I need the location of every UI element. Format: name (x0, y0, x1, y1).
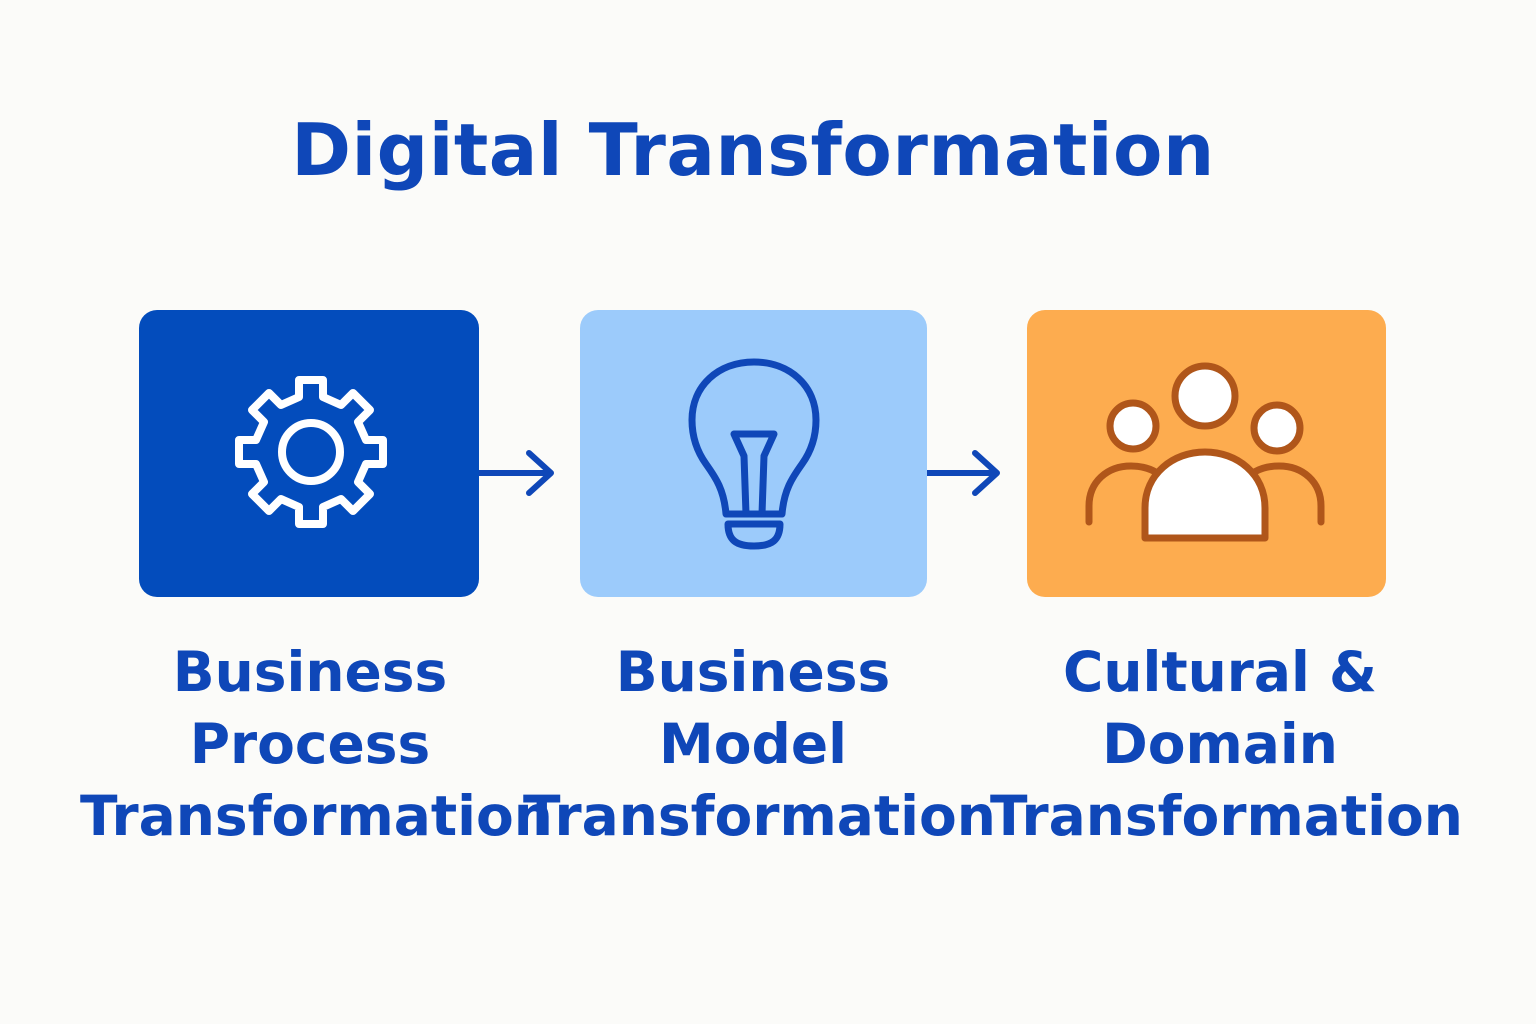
label-line: Process (189, 712, 431, 776)
arrow-right-icon (924, 448, 1005, 498)
bulb-filament (730, 430, 778, 518)
label-line: Business (615, 640, 891, 704)
step-label-business-process: Business Process Transformation (80, 636, 553, 852)
gear-hub (278, 419, 344, 485)
label-line: Model (658, 712, 848, 776)
label-line: Transformation (523, 784, 996, 848)
person-left-head (1106, 399, 1160, 453)
bulb-base (724, 520, 784, 550)
step-label-business-model: Business Model Transformation (523, 636, 996, 852)
label-line: Business (172, 640, 448, 704)
step-box-business-model (580, 310, 927, 597)
arrow-right-icon (476, 448, 559, 498)
person-center-head (1171, 362, 1239, 430)
people-group-icon (1085, 362, 1325, 542)
label-line: Transformation (990, 784, 1463, 848)
bulb-glass (688, 358, 820, 518)
step-label-cultural-domain: Cultural & Domain Transformation (990, 636, 1463, 852)
label-line: Cultural & (1062, 640, 1378, 704)
step-box-business-process (139, 310, 479, 597)
step-box-cultural-domain (1027, 310, 1386, 597)
lightbulb-icon (688, 358, 820, 550)
diagram-title: Digital Transformation (291, 108, 1215, 192)
label-line: Domain (1102, 712, 1338, 776)
gear-icon (235, 376, 387, 528)
person-center-body (1141, 448, 1269, 542)
person-right-head (1250, 401, 1304, 455)
label-line: Transformation (80, 784, 553, 848)
gear-outline (235, 376, 387, 528)
